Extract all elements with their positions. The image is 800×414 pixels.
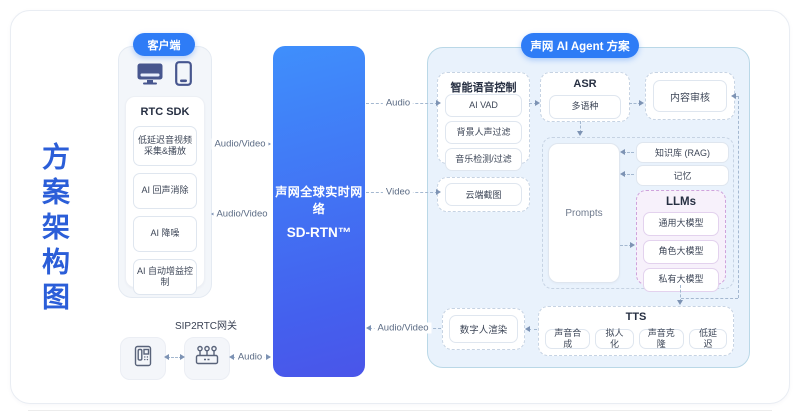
arrowhead bbox=[639, 99, 644, 106]
llms-box: LLMs 通用大模型 角色大模型 私有大模型 bbox=[636, 190, 726, 292]
llms-tts-line bbox=[680, 285, 681, 302]
asr-moderation-line bbox=[629, 103, 641, 104]
memory-prompts-line bbox=[623, 174, 634, 175]
rag-prompts-line bbox=[623, 152, 634, 153]
sdk-item-denoise: AI 降噪 bbox=[133, 216, 197, 252]
sip-gateway-label: SIP2RTC网关 bbox=[174, 321, 238, 332]
phone-gateway-line bbox=[167, 357, 182, 358]
feedback-top-line bbox=[735, 96, 739, 97]
rtn-client-label: Audio/Video bbox=[213, 208, 271, 220]
tts-avatar-line bbox=[528, 329, 537, 330]
rag-box: 知识库 (RAG) bbox=[636, 142, 729, 163]
vc-item-vad: AI VAD bbox=[445, 94, 522, 117]
arrowhead bbox=[366, 324, 371, 331]
pstn-phone-box bbox=[120, 337, 166, 380]
vad-asr-line bbox=[529, 103, 537, 104]
sip-gateway-box bbox=[184, 337, 230, 380]
sdk-item-aec: AI 回声消除 bbox=[133, 173, 197, 209]
arrowhead bbox=[266, 353, 271, 360]
desktop-icon bbox=[137, 63, 163, 90]
tts-voice-clone: 声音克隆 bbox=[638, 328, 684, 349]
page-title: 方案架构图 bbox=[39, 142, 70, 317]
arrowhead bbox=[620, 170, 625, 177]
arrowhead bbox=[436, 99, 441, 106]
tts-title: TTS bbox=[625, 311, 647, 323]
llm-general: 通用大模型 bbox=[643, 212, 719, 236]
agent-pill: 声网 AI Agent 方案 bbox=[521, 33, 639, 58]
arrowhead bbox=[576, 131, 583, 136]
arrowhead bbox=[436, 188, 441, 195]
client-pill: 客户端 bbox=[133, 33, 195, 56]
voice-control-title: 智能语音控制 bbox=[450, 82, 517, 94]
arrowhead bbox=[525, 325, 530, 332]
sd-rtn-line1: 声网全球实时网络 bbox=[275, 185, 363, 216]
tts-synthesis: 声音合成 bbox=[545, 328, 591, 349]
asr-item-multilingual: 多语种 bbox=[549, 95, 621, 119]
avatar-box: 数字人渲染 bbox=[442, 308, 525, 350]
llm-roleplay: 角色大模型 bbox=[643, 240, 719, 264]
moderation-label: 内容审核 bbox=[653, 80, 727, 112]
asr-prompts-line bbox=[580, 121, 581, 133]
feedback-vertical-line bbox=[738, 96, 739, 298]
deskphone-icon bbox=[131, 344, 155, 373]
arrowhead bbox=[620, 148, 625, 155]
voice-control-box: 智能语音控制 AI VAD 背景人声过滤 音乐检测/过滤 bbox=[437, 72, 530, 171]
arrowhead bbox=[164, 353, 169, 360]
client-rtn-label: Audio/Video bbox=[211, 138, 269, 150]
gateway-icon bbox=[193, 345, 221, 372]
sd-rtn-box: 声网全球实时网络 SD-RTN™ bbox=[273, 46, 365, 377]
arrowhead bbox=[676, 300, 683, 305]
mobile-icon bbox=[175, 61, 192, 91]
arrowhead bbox=[180, 353, 185, 360]
sdk-item-capture: 低延迟音视频采集&播放 bbox=[133, 126, 197, 166]
moderation-box: 内容审核 bbox=[645, 72, 735, 120]
asr-box: ASR 多语种 bbox=[540, 72, 630, 122]
asr-title: ASR bbox=[573, 78, 597, 90]
avatar-rtn-label: Audio/Video bbox=[374, 322, 432, 334]
avatar-label: 数字人渲染 bbox=[449, 315, 518, 343]
cloud-capture-box: 云端截图 bbox=[437, 177, 530, 212]
gateway-audio-label: Audio bbox=[234, 351, 266, 363]
vc-item-bg-voice-filter: 背景人声过滤 bbox=[445, 121, 522, 144]
llm-private: 私有大模型 bbox=[643, 268, 719, 292]
prompts-llms-line bbox=[620, 245, 632, 246]
arrowhead bbox=[229, 353, 234, 360]
cloud-capture-label: 云端截图 bbox=[445, 183, 522, 206]
tts-low-latency: 低延迟 bbox=[688, 328, 727, 349]
feedback-bottom-line bbox=[681, 298, 738, 299]
prompts-box: Prompts bbox=[548, 143, 620, 283]
vc-item-music-filter: 音乐检测/过滤 bbox=[445, 148, 522, 171]
arrowhead bbox=[535, 99, 540, 106]
prompts-label: Prompts bbox=[565, 207, 603, 219]
sd-rtn-line2: SD-RTN™ bbox=[286, 225, 352, 240]
rtc-sdk-box: RTC SDK 低延迟音视频采集&播放 AI 回声消除 AI 降噪 AI 自动增… bbox=[125, 96, 205, 295]
tts-humanlike: 拟人化 bbox=[595, 328, 634, 349]
arrowhead bbox=[731, 92, 736, 99]
arrowhead bbox=[630, 241, 635, 248]
sdk-item-agc: AI 自动增益控制 bbox=[133, 259, 197, 295]
rtn-audio-label: Audio bbox=[382, 97, 414, 109]
rtc-sdk-title: RTC SDK bbox=[140, 106, 190, 118]
memory-box: 记忆 bbox=[636, 165, 729, 186]
tts-box: TTS 声音合成 拟人化 声音克隆 低延迟 bbox=[538, 306, 734, 356]
llms-title: LLMs bbox=[665, 196, 697, 208]
next-section-divider bbox=[28, 410, 772, 411]
prompts-llms-container bbox=[542, 137, 734, 289]
rtn-video-label: Video bbox=[382, 186, 414, 198]
